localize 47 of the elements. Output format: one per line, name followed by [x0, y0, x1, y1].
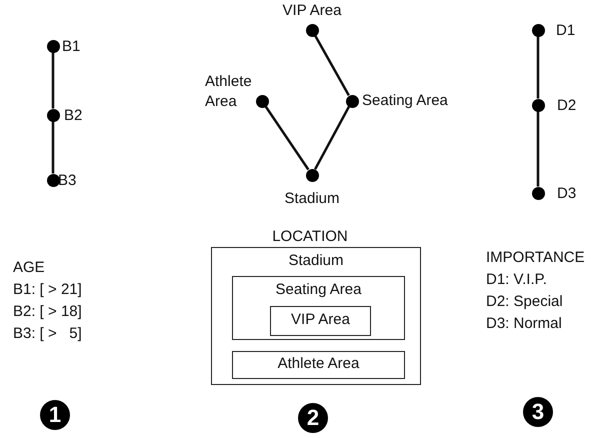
graph-vertex	[256, 94, 268, 108]
graph-vertex	[532, 24, 544, 36]
vertex-label: Stadium	[283, 190, 341, 208]
region-name: Athlete Area	[276, 355, 360, 372]
legend-text: B2: [ > 18]	[13, 303, 82, 321]
region-box	[270, 306, 371, 336]
legend-text: D2: Special	[486, 293, 563, 311]
callout-number: 1	[40, 400, 70, 430]
heading: AGE	[13, 259, 45, 277]
legend-text: B1: [ > 21]	[13, 281, 82, 299]
legend-text: B3: [ > 5]	[13, 325, 82, 343]
region-name: Stadium	[287, 252, 345, 269]
vertex-label: B3	[58, 172, 76, 190]
graph-vertex	[46, 40, 60, 52]
region-name: VIP Area	[290, 311, 351, 328]
connector-line	[52, 52, 54, 108]
region-box	[232, 276, 405, 340]
connector-line	[314, 35, 350, 96]
graph-vertex	[346, 94, 358, 108]
vertex-label: B2	[64, 107, 82, 125]
graph-vertex	[306, 24, 318, 36]
vertex-label: D3	[557, 185, 576, 203]
legend-text: D3: Normal	[486, 315, 562, 333]
region-box	[211, 247, 421, 385]
callout-number: 3	[523, 397, 553, 427]
connector-line	[536, 112, 540, 186]
vertex-label: B1	[62, 38, 80, 56]
vertex-label: Seating Area	[362, 92, 448, 110]
heading: IMPORTANCE	[486, 249, 585, 267]
vertex-label: D2	[557, 97, 576, 115]
connector-line	[52, 122, 54, 174]
legend-text: D1: V.I.P.	[486, 271, 547, 289]
vertex-label: D1	[556, 22, 576, 40]
vertex-label: VIP Area	[282, 2, 342, 20]
graph-vertex	[532, 98, 544, 112]
graph-vertex	[306, 168, 318, 182]
graph-vertex	[46, 108, 60, 122]
heading: LOCATION	[271, 228, 349, 246]
region-box	[232, 351, 405, 379]
connector-line	[536, 36, 540, 98]
callout-number: 2	[298, 403, 328, 433]
graph-vertex	[532, 186, 544, 200]
region-name: Seating Area	[274, 281, 362, 298]
connector-line	[264, 106, 310, 170]
graph-vertex	[46, 174, 60, 186]
vertex-label: Athlete Area	[205, 72, 253, 112]
connector-line	[314, 106, 350, 170]
